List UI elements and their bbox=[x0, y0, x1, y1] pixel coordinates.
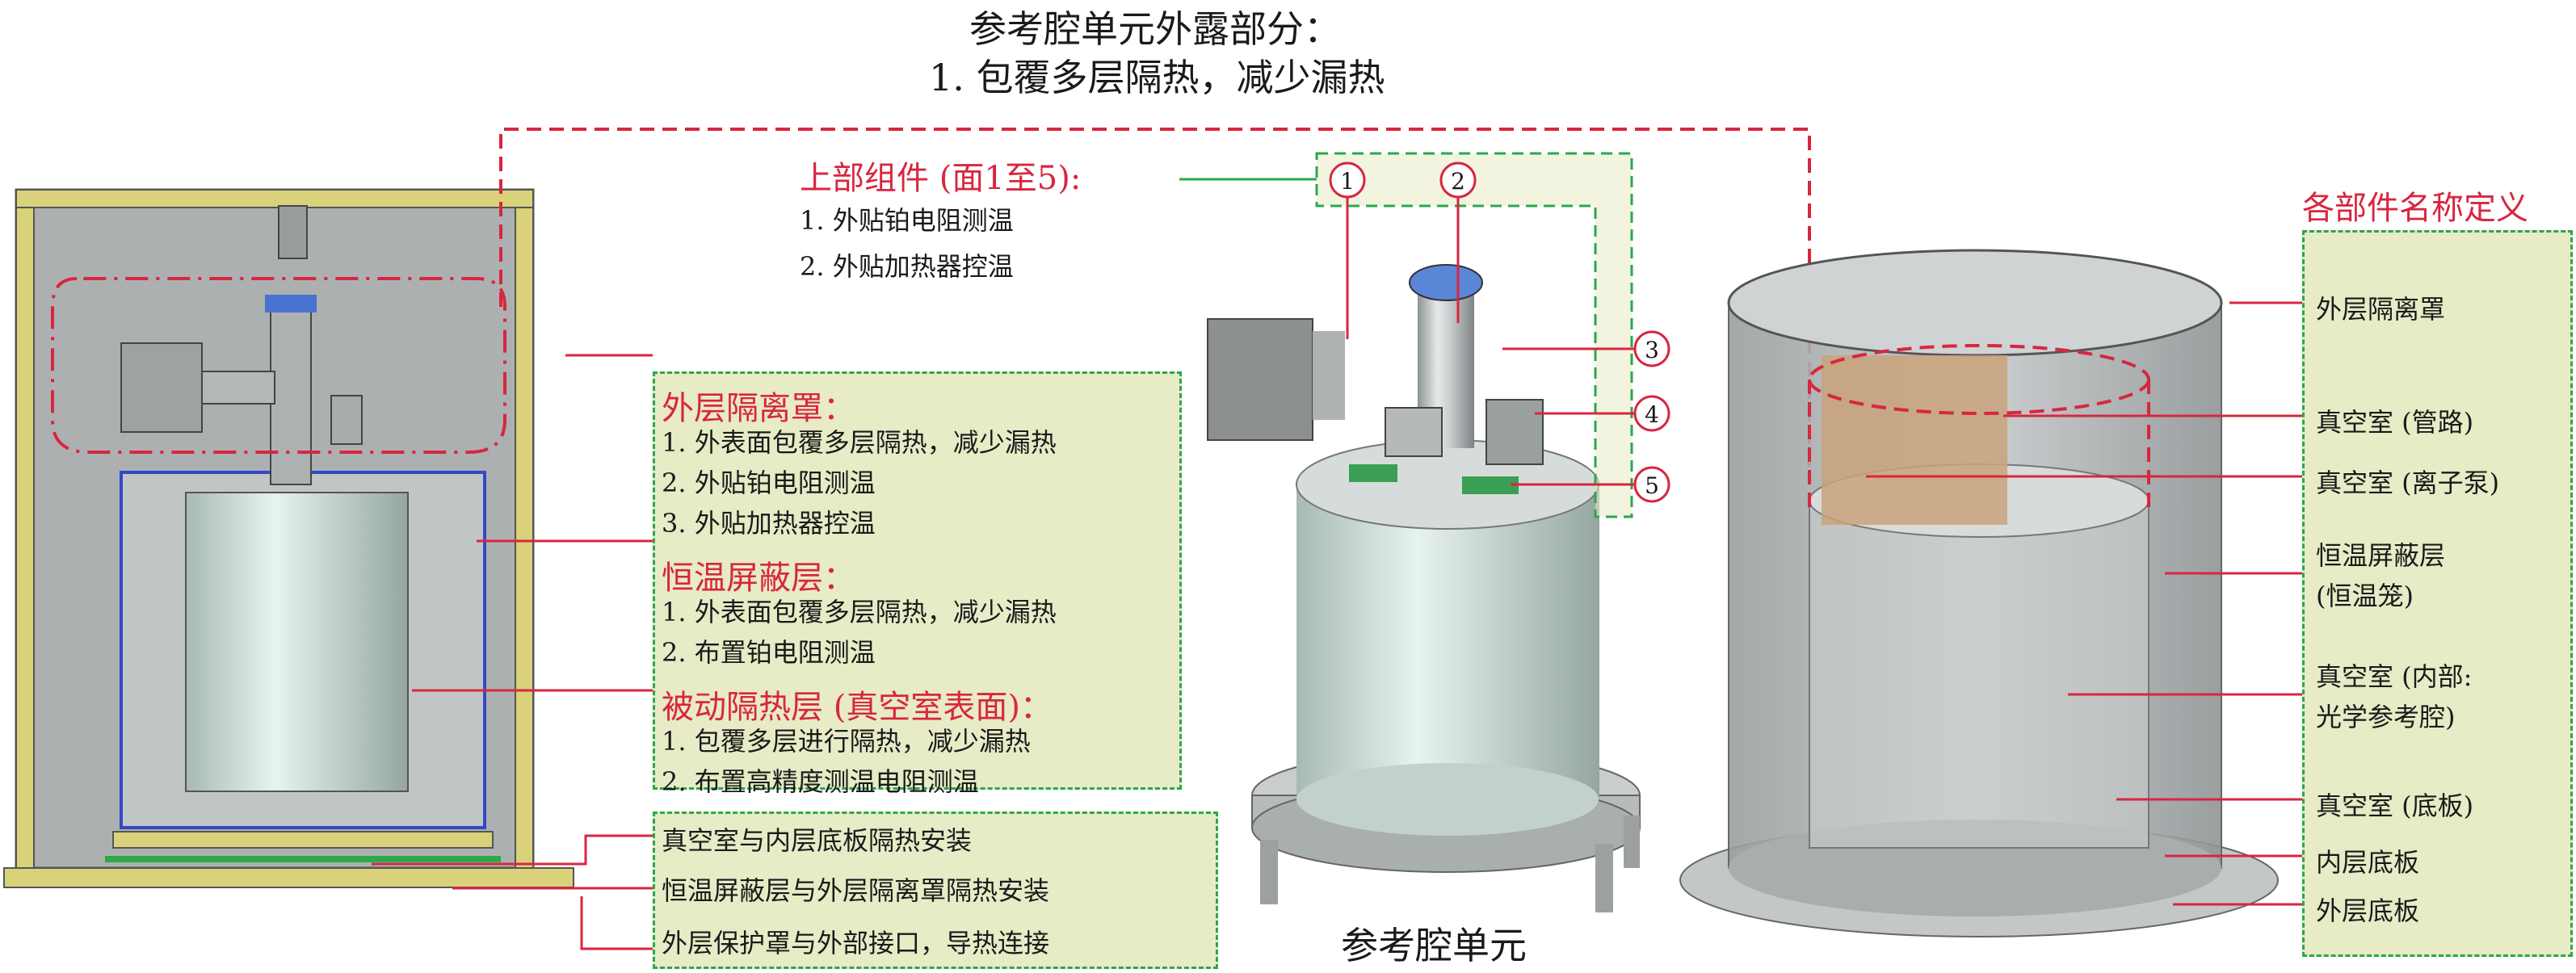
label-vacuum-pipe: 真空室 (管路) bbox=[2316, 407, 2474, 438]
control-box bbox=[1207, 318, 1313, 441]
thermal-shield-item-2: 2. 布置铂电阻测温 bbox=[662, 637, 876, 668]
top-bracket bbox=[278, 205, 308, 259]
blue-flange bbox=[265, 295, 317, 312]
right-label-box: 外层隔离罩 真空室 (管路) 真空室 (离子泵) 恒温屏蔽层 (恒温笼) 真空室… bbox=[2302, 230, 2573, 957]
small-pump bbox=[330, 395, 363, 445]
shell-top bbox=[1727, 249, 2223, 357]
marker-1: 1 bbox=[1340, 168, 1355, 195]
green-mount-2 bbox=[1462, 476, 1519, 494]
green-base-strip bbox=[105, 856, 501, 862]
header-line-2: 1. 包覆多层隔热，减少漏热 bbox=[929, 56, 1385, 99]
leg-right bbox=[1624, 816, 1640, 868]
label-inner-base: 内层底板 bbox=[2316, 847, 2420, 878]
passive-layer-title-text: 被动隔热层 (真空室表面)： bbox=[662, 689, 1053, 726]
right-leaders bbox=[1866, 301, 2302, 906]
passive-layer-item-1: 1. 包覆多层进行隔热，减少漏热 bbox=[662, 726, 1031, 757]
top-components-title: 上部组件 (面1至5): bbox=[800, 160, 1082, 197]
inner-cage bbox=[1809, 500, 2149, 849]
base-plate-outer bbox=[3, 867, 574, 888]
top-components-item-1: 1. 外贴铂电阻测温 bbox=[800, 205, 1014, 236]
ion-pump bbox=[1486, 399, 1544, 465]
label-thermal-shield: 恒温屏蔽层 bbox=[2316, 540, 2446, 571]
side-block bbox=[120, 342, 203, 433]
outer-shield-item-2: 2. 外贴铂电阻测温 bbox=[662, 468, 876, 498]
label-outer-base: 外层底板 bbox=[2316, 895, 2420, 926]
pipe-region bbox=[1822, 355, 2007, 525]
label-thermal-cage: (恒温笼) bbox=[2316, 581, 2414, 611]
bottom-item-1: 真空室与内层底板隔热安装 bbox=[662, 825, 973, 856]
label-optical-cavity: 光学参考腔) bbox=[2316, 702, 2456, 732]
left-wall bbox=[15, 207, 35, 869]
center-caption: 参考腔单元 bbox=[1341, 924, 1527, 967]
marker-4: 4 bbox=[1645, 401, 1659, 428]
passive-layer-title: 被动隔热层 (真空室表面)： bbox=[662, 681, 1053, 728]
thermal-shield-title: 恒温屏蔽层： bbox=[662, 560, 855, 597]
right-panel-title: 各部件名称定义 bbox=[2302, 190, 2528, 227]
top-flange-blue bbox=[1409, 264, 1483, 301]
outer-shield-title: 外层隔离罩： bbox=[662, 390, 855, 427]
center-unit bbox=[1207, 264, 1641, 912]
right-3d-view bbox=[1679, 249, 2279, 937]
label-vacuum-inner: 真空室 (内部: bbox=[2316, 661, 2473, 692]
base-plate-inner bbox=[112, 831, 494, 849]
top-pipe bbox=[270, 302, 312, 485]
thermal-shield-item-1: 1. 外表面包覆多层隔热，减少漏热 bbox=[662, 597, 1057, 627]
green-mount-1 bbox=[1349, 464, 1397, 482]
label-vacuum-base: 真空室 (底板) bbox=[2316, 791, 2474, 821]
label-outer-shield: 外层隔离罩 bbox=[2316, 294, 2446, 325]
component-markers: 1 2 3 4 5 bbox=[1329, 161, 1670, 503]
bottom-item-3: 外层保护罩与外部接口，导热连接 bbox=[662, 928, 1050, 958]
main-cylinder bbox=[1296, 484, 1599, 799]
marker-3: 3 bbox=[1645, 337, 1659, 363]
outer-shield-item-3: 3. 外贴加热器控温 bbox=[662, 508, 876, 539]
left-leaders bbox=[372, 354, 653, 950]
top-components-item-2: 2. 外贴加热器控温 bbox=[800, 251, 1014, 282]
outer-shield-item-1: 1. 外表面包覆多层隔热，减少漏热 bbox=[662, 427, 1057, 458]
bottom-callout-box: 真空室与内层底板隔热安装 恒温屏蔽层与外层隔离罩隔热安装 外层保护罩与外部接口，… bbox=[653, 812, 1218, 969]
side-valve bbox=[1385, 407, 1443, 457]
bottom-item-2: 恒温屏蔽层与外层隔离罩隔热安装 bbox=[662, 875, 1050, 906]
leg-mid bbox=[1595, 844, 1613, 912]
label-vacuum-ion-pump: 真空室 (离子泵) bbox=[2316, 468, 2500, 498]
top-plate bbox=[15, 189, 534, 208]
marker-2: 2 bbox=[1451, 168, 1465, 195]
marker-5: 5 bbox=[1645, 472, 1659, 499]
leg-left bbox=[1260, 840, 1278, 904]
vacuum-cylinder bbox=[185, 492, 409, 792]
passive-layer-item-2: 2. 布置高精度测温电阻测温 bbox=[662, 766, 979, 797]
header-line-1: 参考腔单元外露部分： bbox=[969, 7, 1341, 51]
middle-callout-box: 外层隔离罩： 1. 外表面包覆多层隔热，减少漏热 2. 外贴铂电阻测温 3. 外… bbox=[653, 371, 1182, 797]
left-cross-section bbox=[3, 188, 574, 888]
side-pipe bbox=[201, 371, 275, 405]
right-wall bbox=[515, 207, 534, 869]
